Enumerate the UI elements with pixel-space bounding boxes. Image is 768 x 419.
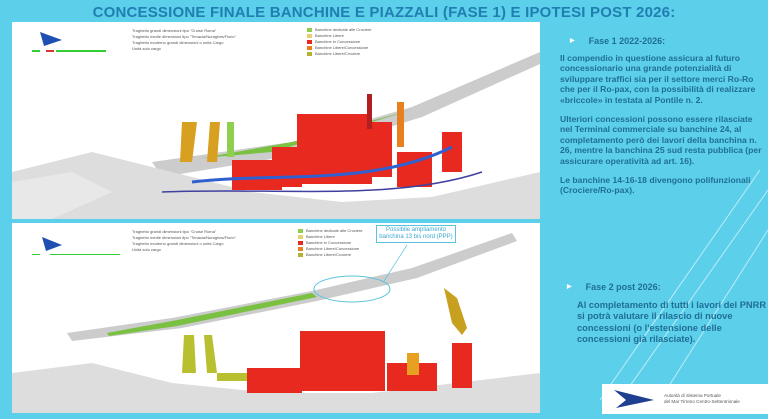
port-map-2 [12, 233, 540, 413]
legend-item: Banchine Libere/Crociere [315, 51, 361, 56]
fase-1-section: ▶ Fase 1 2022-2026: Il compendio in quest… [560, 36, 765, 204]
expansion-callout: Possibile ampliamento banchina 13 bis no… [376, 225, 456, 243]
legend-item: Traghetto grandi dimensioni tipo "Cruise… [132, 229, 217, 234]
legend-item: Unità solo cargo [132, 247, 161, 252]
legend-item: Traghetto grandi dimensioni tipo "Cruise… [132, 28, 217, 33]
concession-area [300, 331, 385, 391]
fase-2-heading: Fase 2 post 2026: [585, 282, 661, 292]
vessel-legend: Traghetto grandi dimensioni tipo "Cruise… [132, 229, 236, 253]
legend-item: Banchine Libere/Concessione [306, 246, 360, 251]
legend-item: Banchine Libere [306, 234, 335, 239]
ship-logo-icon [614, 390, 654, 408]
legend-item: Traghetto medie dimensioni tipo "Tenacia… [132, 235, 237, 240]
logo-text: Autorità di Sistema Portuale [664, 393, 721, 398]
legend-item: Banchine dedicate alle Crociere [306, 228, 363, 233]
bullet-arrow-icon: ▶ [570, 38, 575, 44]
fase-1-heading: Fase 1 2022-2026: [588, 36, 666, 46]
cruise-quay-green [107, 293, 317, 336]
legend-item: Banchine in Concessione [306, 240, 352, 245]
authority-logo-small [32, 227, 127, 255]
zone-legend: Banchine dedicate alle Crociere Banchine… [298, 228, 362, 258]
port-map-1 [12, 52, 540, 219]
decorative-lines [600, 170, 768, 400]
fase-2-section: ▶ Fase 2 post 2026: Al completamento di t… [567, 282, 767, 346]
authority-logo-small [32, 26, 127, 54]
fase-1-paragraph: Ulteriori concessioni possono essere ril… [560, 113, 762, 166]
map-fase-2: Traghetto grandi dimensioni tipo "Cruise… [12, 223, 540, 413]
logo-text: del Mar Tirreno Centro-Settentrionale [664, 399, 740, 404]
fase-2-paragraph: Al completamento di tutti i lavori del P… [577, 299, 767, 345]
bullet-arrow-icon: ▶ [567, 284, 572, 290]
vessel-legend: Traghetto grandi dimensioni tipo "Cruise… [132, 28, 236, 52]
legend-item: Banchine Libere [315, 33, 344, 38]
fase-1-paragraph: Il compendio in questione assicura al fu… [560, 52, 756, 105]
fase-1-paragraph: Le banchine 14-16-18 divengono polifunzi… [560, 174, 751, 196]
legend-item: Traghetto moderno grandi dimensioni o un… [132, 40, 224, 45]
legend-item: Unità solo cargo [132, 46, 161, 51]
legend-item: Banchine Libere/Crociere [306, 252, 352, 257]
expansion-highlight [313, 275, 391, 303]
legend-item: Traghetto medie dimensioni tipo "Tenacia… [132, 34, 237, 39]
zone-legend: Banchine dedicate alle Crociere Banchine… [307, 27, 371, 57]
legend-item: Banchine Libere/Concessione [315, 45, 369, 50]
legend-item: Banchine dedicate alle Crociere [315, 27, 372, 32]
map-fase-1: Traghetto grandi dimensioni tipo "Cruise… [12, 22, 540, 219]
legend-item: Traghetto moderno grandi dimensioni o un… [132, 241, 224, 246]
slide-title: CONCESSIONE FINALE BANCHINE E PIAZZALI (… [92, 4, 676, 21]
legend-item: Banchine in Concessione [315, 39, 361, 44]
